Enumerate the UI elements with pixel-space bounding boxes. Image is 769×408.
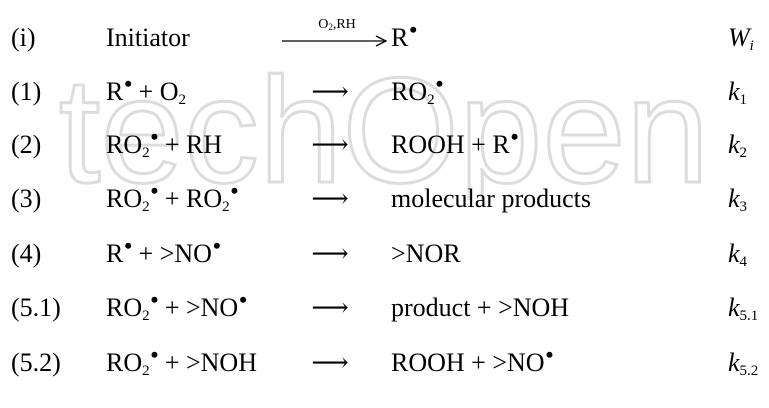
reaction-row-i: (i) Initiator O2,RH R• Wi [0, 17, 769, 58]
reaction-arrow-icon: ⟶ [311, 239, 349, 268]
rate-constant: k4 [728, 239, 748, 270]
reactants: RO2• + RH [106, 124, 223, 161]
rate-constant: k3 [728, 184, 748, 215]
reactants: Initiator [106, 23, 190, 52]
reaction-arrow-icon: ⟶ [311, 130, 349, 159]
rate-constant: k1 [728, 77, 748, 108]
products: molecular products [391, 184, 591, 213]
reactants: R• + O2 [106, 71, 186, 108]
products: ROOH + R• [391, 124, 519, 159]
rate-constant: k5.1 [728, 293, 759, 324]
watermark-text: techOpen [59, 70, 709, 200]
reaction-arrow-icon: ⟶ [311, 348, 349, 377]
reaction-arrow-icon: ⟶ [311, 293, 349, 322]
reaction-number: (1) [11, 77, 42, 106]
products: RO2• [391, 71, 444, 108]
products: product + >NOH [391, 293, 570, 322]
reactants: RO2• + >NOH [106, 342, 257, 379]
reactants: R• + >NO• [106, 233, 221, 268]
reaction-number: (5.1) [11, 293, 61, 322]
reaction-row-1: (1) R• + O2 ⟶ RO2• k1 [0, 71, 769, 112]
reactants: RO2• + >NO• [106, 287, 247, 324]
reaction-row-5-2: (5.2) RO2• + >NOH ⟶ ROOH + >NO• k5.2 [0, 342, 769, 383]
reaction-row-2: (2) RO2• + RH ⟶ ROOH + R• k2 [0, 124, 769, 165]
reaction-row-5-1: (5.1) RO2• + >NO• ⟶ product + >NOH k5.1 [0, 287, 769, 328]
watermark-logo: techOpen [57, 70, 710, 200]
reaction-number: (5.2) [11, 348, 61, 377]
reaction-arrow-icon: ⟶ [311, 184, 349, 213]
rate-constant: k2 [728, 130, 748, 161]
products: R• [391, 17, 418, 52]
reaction-number: (3) [11, 184, 42, 213]
reactants: RO2• + RO2• [106, 178, 239, 215]
reaction-row-3: (3) RO2• + RO2• ⟶ molecular products k3 [0, 178, 769, 219]
reaction-number: (2) [11, 130, 42, 159]
arrow-condition-label: O2,RH [318, 17, 356, 32]
labeled-arrow-icon [282, 35, 388, 47]
rate-constant: Wi [728, 23, 754, 54]
reaction-number: (4) [11, 239, 42, 268]
rate-constant: k5.2 [728, 348, 759, 379]
reaction-row-4: (4) R• + >NO• ⟶ >NOR k4 [0, 233, 769, 274]
products: >NOR [391, 239, 461, 268]
products: ROOH + >NO• [391, 342, 554, 377]
reaction-arrow-icon: ⟶ [311, 77, 349, 106]
reaction-number: (i) [11, 23, 36, 52]
